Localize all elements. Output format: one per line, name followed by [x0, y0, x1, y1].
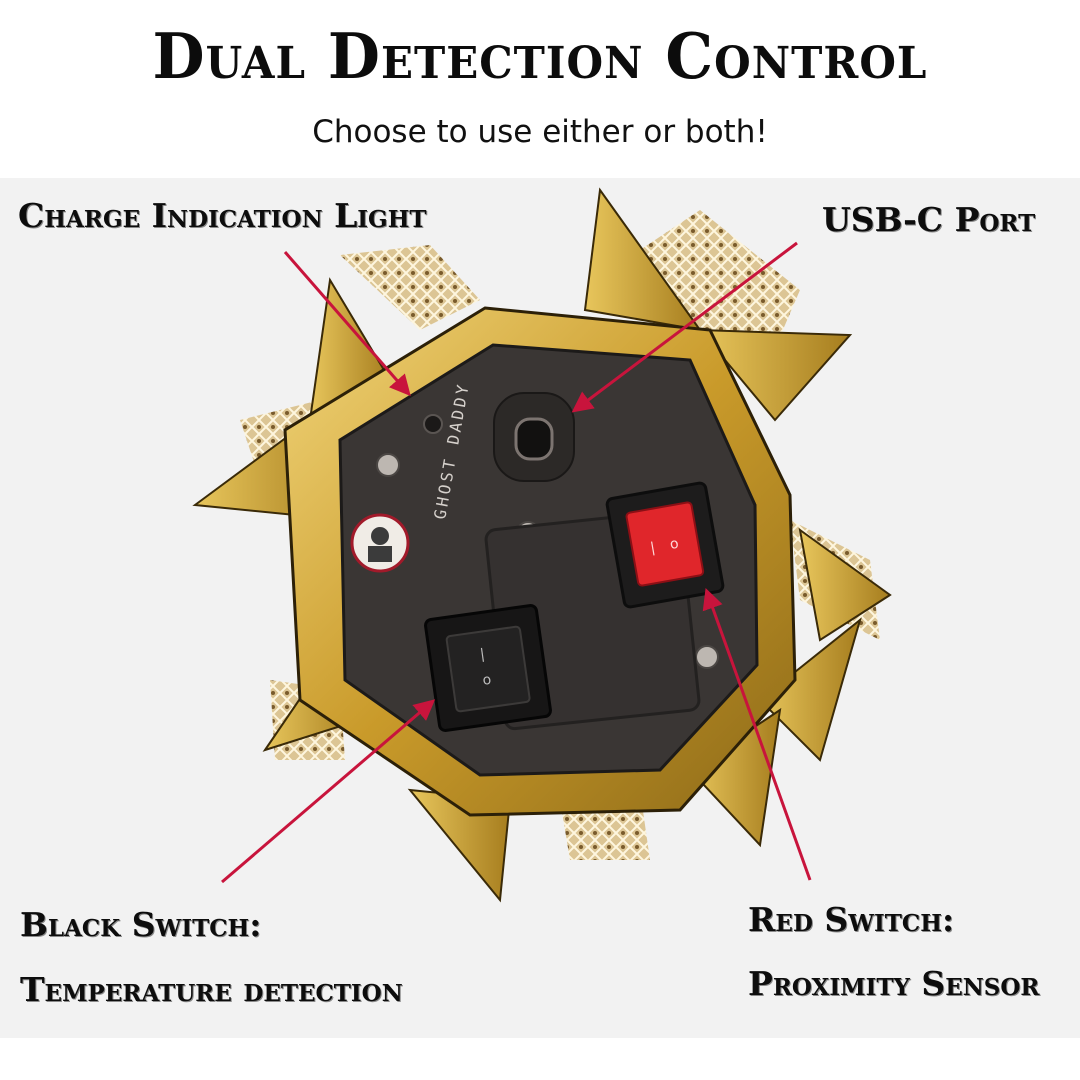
- arrow-usb-port: [571, 241, 798, 413]
- callout-red-switch-title: Red Switch:: [748, 900, 955, 939]
- callout-black-switch-desc: Temperature detection: [20, 970, 403, 1009]
- callout-charge-light: Charge Indication Light: [18, 196, 427, 235]
- page-subtitle: Choose to use either or both!: [312, 114, 768, 150]
- red-switch-off-symbol: o: [669, 536, 680, 553]
- page-title: Dual Detection Control: [152, 20, 928, 94]
- arrow-black-switch: [221, 699, 436, 884]
- black-rocker-switch: | o: [424, 604, 552, 732]
- black-switch-on-symbol: |: [479, 646, 486, 663]
- usb-c-port: [493, 392, 575, 482]
- arrow-charge-light: [283, 251, 411, 397]
- callout-usb-port: USB-C Port: [822, 200, 1036, 239]
- charge-indicator-light: [423, 414, 443, 434]
- callout-black-switch-title: Black Switch:: [20, 905, 262, 944]
- red-switch-on-symbol: |: [649, 540, 656, 557]
- brand-logo: [350, 513, 410, 573]
- callout-arrows: [221, 241, 812, 884]
- black-switch-off-symbol: o: [482, 672, 493, 689]
- red-rocker-switch: | o: [605, 481, 725, 609]
- arrow-red-switch: [702, 588, 812, 881]
- callout-red-switch-desc: Proximity Sensor: [748, 964, 1040, 1003]
